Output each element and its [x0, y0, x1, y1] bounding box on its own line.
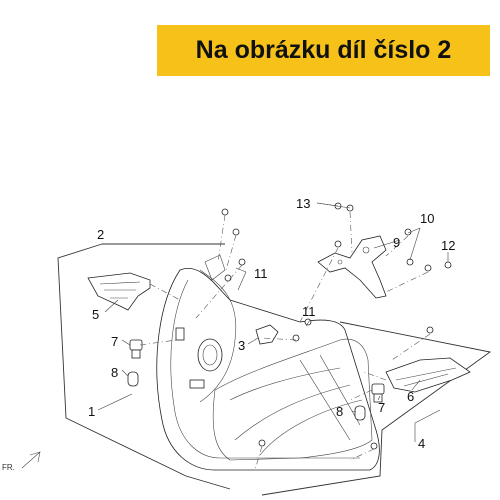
bulb-socket-left: [129, 339, 143, 359]
callout-5: 5: [92, 307, 99, 322]
part-number-banner: Na obrázku díl číslo 2: [157, 25, 490, 76]
callout-12: 12: [441, 238, 455, 253]
callout-3: 3: [238, 338, 245, 353]
leader-lines: [97, 202, 449, 442]
callout-10: 10: [420, 211, 434, 226]
assembly-outline-right: [261, 321, 492, 496]
callout-1: 1: [88, 404, 95, 419]
left-position-lens: [87, 272, 151, 311]
callout-11-top: 11: [254, 266, 268, 281]
callout-4: 4: [418, 436, 425, 451]
assembly-outline-left: [57, 243, 231, 490]
headlight-housing: [156, 254, 380, 471]
socket-cover: [255, 324, 279, 345]
callout-7-right: 7: [378, 400, 385, 415]
direction-marker-label: FR.: [2, 463, 15, 472]
mounting-bracket: [317, 235, 387, 299]
bulb-left: [127, 371, 139, 387]
bulb-right: [354, 405, 366, 421]
screws: [221, 202, 452, 450]
bulb-socket-right: [371, 383, 385, 403]
banner-text: Na obrázku díl číslo 2: [195, 36, 452, 64]
callout-7-left: 7: [111, 334, 118, 349]
callout-2: 2: [97, 227, 104, 242]
front-arrow-icon: [21, 451, 41, 469]
callout-6: 6: [407, 389, 414, 404]
right-position-lens: [385, 357, 471, 393]
callout-8-right: 8: [336, 404, 343, 419]
callout-9: 9: [393, 235, 400, 250]
assembly-lines: [139, 211, 431, 471]
callout-11-middle: 11: [302, 304, 316, 319]
callout-13: 13: [296, 196, 310, 211]
callout-8-left: 8: [111, 365, 118, 380]
